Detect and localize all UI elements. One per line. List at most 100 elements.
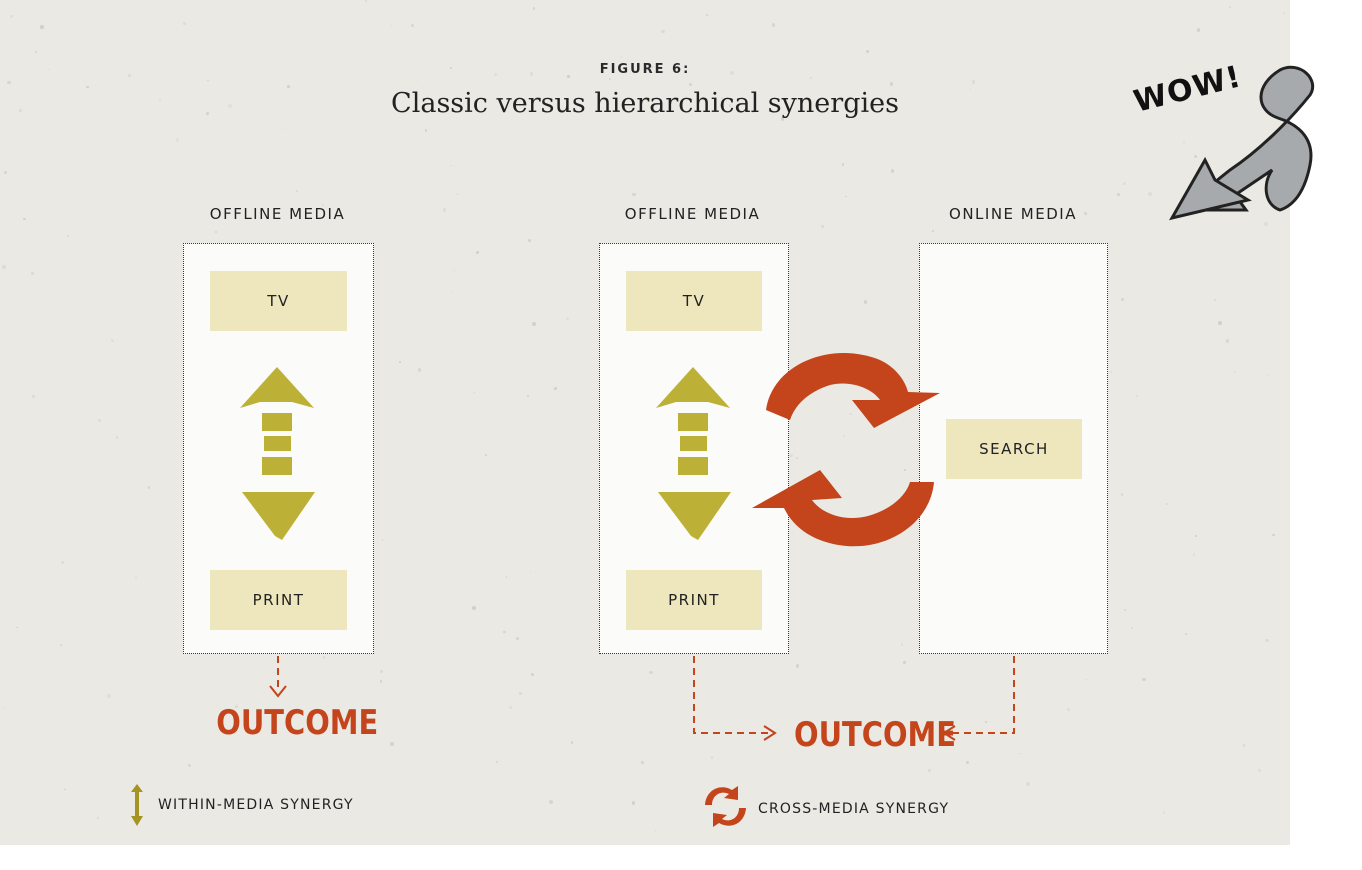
paper-speck [1258,769,1261,772]
paper-speck [442,208,447,212]
paper-speck [110,338,114,342]
paper-speck [1162,811,1166,814]
paper-speck [1132,69,1134,71]
paper-speck [1148,192,1152,197]
paper-speck [863,300,868,304]
paper-speck [66,234,70,238]
paper-speck [31,394,35,399]
paper-speck [1229,5,1231,8]
paper-speck [484,453,487,456]
legend-within-media: WITHIN-MEDIA SYNERGY [158,797,354,813]
paper-speck [1019,752,1021,755]
paper-speck [1120,493,1124,496]
paper-speck [728,104,732,107]
paper-speck [23,217,26,220]
paper-speck [175,138,179,142]
paper-speck [526,394,530,398]
paper-speck [1265,638,1269,643]
paper-speck [399,361,401,363]
paper-speck [865,50,870,54]
paper-speck [1197,28,1201,32]
paper-speck [650,65,654,69]
paper-speck [1136,395,1138,398]
paper-speck [903,661,906,664]
paper-speck [966,761,969,764]
paper-speck [554,386,558,390]
paper-speck [1264,222,1268,227]
paper-speck [570,741,574,744]
paper-speck [1242,744,1246,747]
paper-speck [810,76,813,79]
paper-speck [985,721,987,723]
paper-speck [509,706,513,710]
paper-speck [188,764,192,768]
within-media-arrow-classic [240,367,315,540]
cross-media-legend-icon [705,786,746,827]
paper-speck [390,741,394,746]
paper-speck [1120,297,1124,302]
paper-speck [711,756,714,759]
wow-ribbon-arrow [1168,65,1315,221]
paper-speck [844,195,847,198]
header-hierarchical-online: ONLINE MEDIA [949,205,1077,223]
paper-speck [1123,609,1126,612]
cross-media-cycle-arrows [752,353,940,547]
paper-speck [1142,677,1146,682]
paper-speck [1067,708,1071,711]
paper-speck [527,238,531,242]
paper-speck [632,193,636,197]
paper-speck [183,22,186,26]
paper-speck [969,87,972,90]
paper-speck [532,322,536,326]
paper-speck [1194,155,1198,159]
paper-speck [821,225,825,229]
paper-speck [641,761,644,765]
paper-speck [1257,523,1259,524]
paper-speck [566,75,570,78]
header-hierarchical-offline: OFFLINE MEDIA [624,205,761,223]
paper-speck [518,691,523,696]
paper-speck [566,317,569,321]
paper-speck [1195,535,1198,538]
paper-speck [661,29,665,34]
paper-speck [96,817,100,820]
paper-speck [417,368,422,372]
paper-speck [215,231,217,233]
paper-speck [771,23,776,27]
paper-speck [322,656,326,659]
paper-speck [505,576,508,578]
paper-speck [476,250,480,254]
paper-speck [795,663,800,668]
outcome-classic: OUTCOME [216,703,379,743]
paper-speck [1011,832,1013,834]
paper-speck [3,706,6,709]
paper-speck [890,169,894,173]
paper-speck [752,110,755,113]
outcome-hierarchical: OUTCOME [794,715,957,755]
paper-speck [6,80,11,85]
paper-speck [127,74,131,77]
paper-speck [971,80,976,85]
paper-speck [228,104,233,109]
paper-speck [2,265,7,270]
paper-speck [442,487,444,489]
paper-speck [843,434,846,437]
paper-speck [900,643,903,646]
paper-speck [48,68,50,71]
paper-speck [205,112,210,116]
paper-speck [706,14,709,17]
paper-speck [496,761,499,763]
paper-speck [1084,211,1087,215]
paper-speck [452,291,454,293]
paper-speck [322,203,325,206]
paper-speck [529,571,531,574]
paper-speck [471,605,476,610]
paper-speck [98,418,102,422]
within-media-arrow-hierarchical [656,367,731,540]
paper-speck [421,85,423,87]
paper-speck [655,65,658,68]
paper-speck [158,98,161,101]
paper-speck [720,96,724,100]
paper-speck [398,517,400,519]
